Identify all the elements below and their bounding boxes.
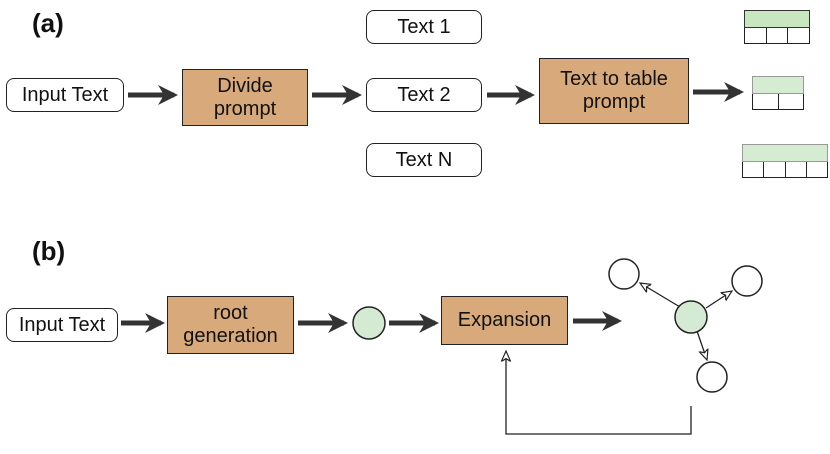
input-text-box-a: Input Text — [6, 78, 124, 112]
text-to-table-line2: prompt — [582, 91, 646, 113]
center-node — [674, 300, 708, 334]
root-generation-line1: root — [213, 302, 248, 324]
edge-to-left — [640, 283, 681, 308]
table-icon-2 — [752, 76, 804, 110]
panel-b-label: (b) — [32, 236, 66, 266]
text-to-table-line1: Text to table — [560, 68, 668, 90]
feedback-loop-arrow — [506, 351, 692, 435]
leaf-node-right — [731, 265, 763, 297]
leaf-node-left — [608, 258, 640, 290]
root-generation-line2: generation — [183, 325, 278, 347]
text-2-box: Text 2 — [366, 78, 482, 112]
input-text-box-b: Input Text — [6, 308, 118, 342]
text-n-box: Text N — [366, 143, 482, 177]
table-icon-1 — [744, 10, 810, 44]
divide-prompt-line1: Divide — [217, 74, 273, 97]
edge-to-right — [705, 291, 732, 309]
root-node — [352, 306, 386, 340]
divide-prompt-line2: prompt — [213, 97, 277, 120]
expansion-box: Expansion — [441, 296, 568, 345]
edge-to-bottom — [696, 330, 707, 360]
panel-a-label: (a) — [32, 8, 64, 38]
text-1-box: Text 1 — [366, 10, 482, 44]
table-icon-3 — [742, 144, 828, 178]
leaf-node-bottom — [696, 361, 728, 393]
